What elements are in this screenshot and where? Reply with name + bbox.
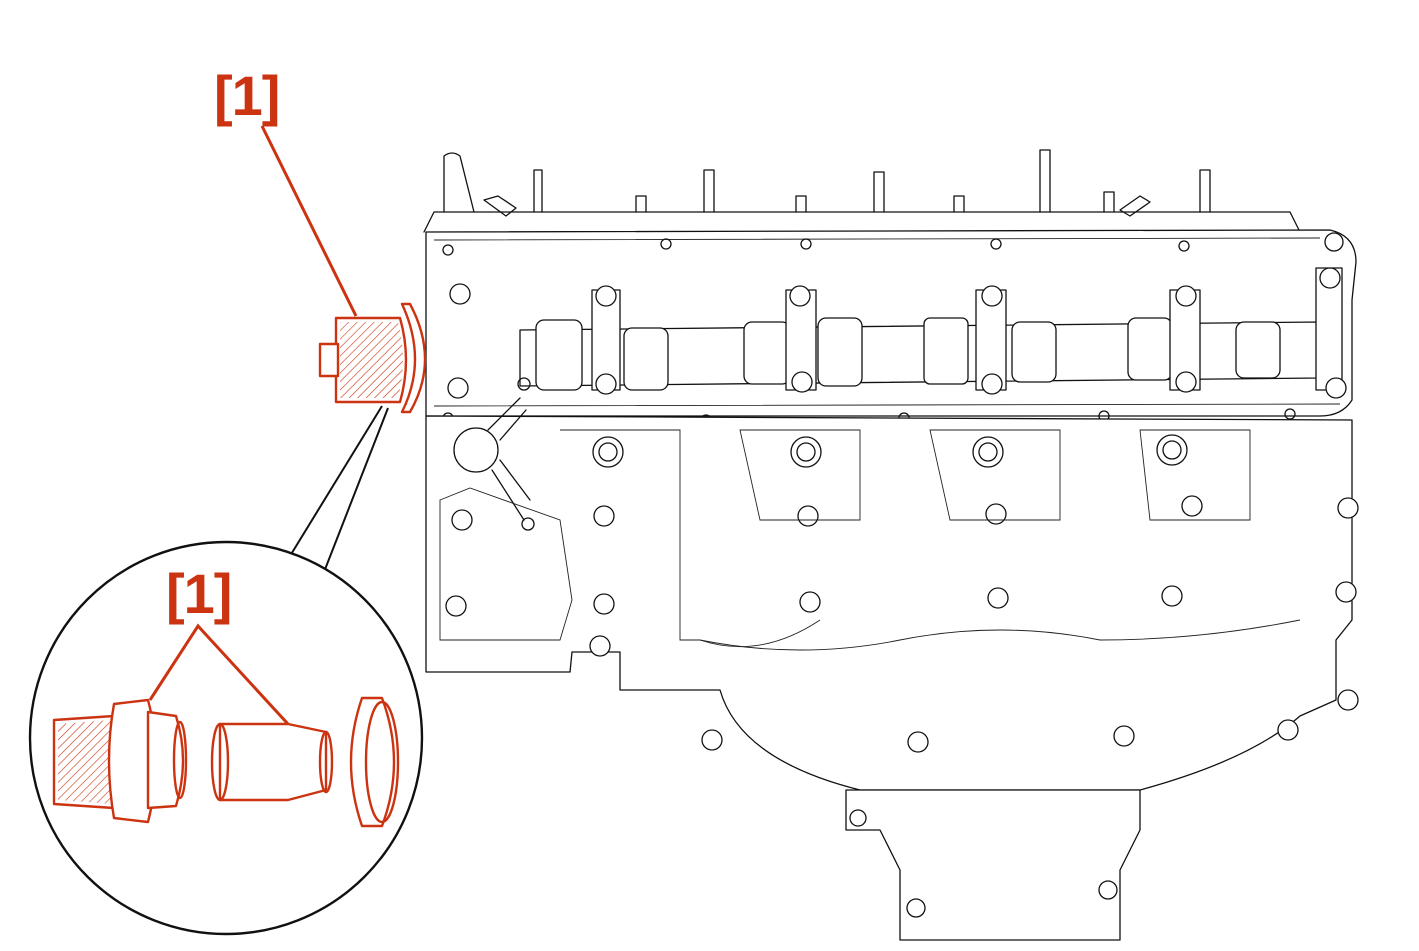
detail-connector-left	[289, 405, 383, 557]
tool-installed	[318, 302, 427, 414]
bearing-caps	[447, 267, 1347, 399]
main-leader-line	[260, 125, 358, 317]
head-studs	[443, 149, 1211, 217]
callout-label-detail: [1]	[166, 562, 232, 625]
tool-part-sleeve	[52, 698, 188, 824]
callout-label-main: [1]	[214, 64, 280, 127]
cylinder-head	[423, 149, 1357, 426]
main-bearing-bolts	[589, 434, 1359, 657]
detail-connector-right	[323, 407, 389, 573]
tool-part-guide	[210, 722, 334, 802]
detail-leader-lines	[148, 623, 290, 726]
camshaft	[519, 317, 1321, 391]
engine-block	[425, 377, 1359, 941]
tool-part-seal	[349, 696, 400, 828]
